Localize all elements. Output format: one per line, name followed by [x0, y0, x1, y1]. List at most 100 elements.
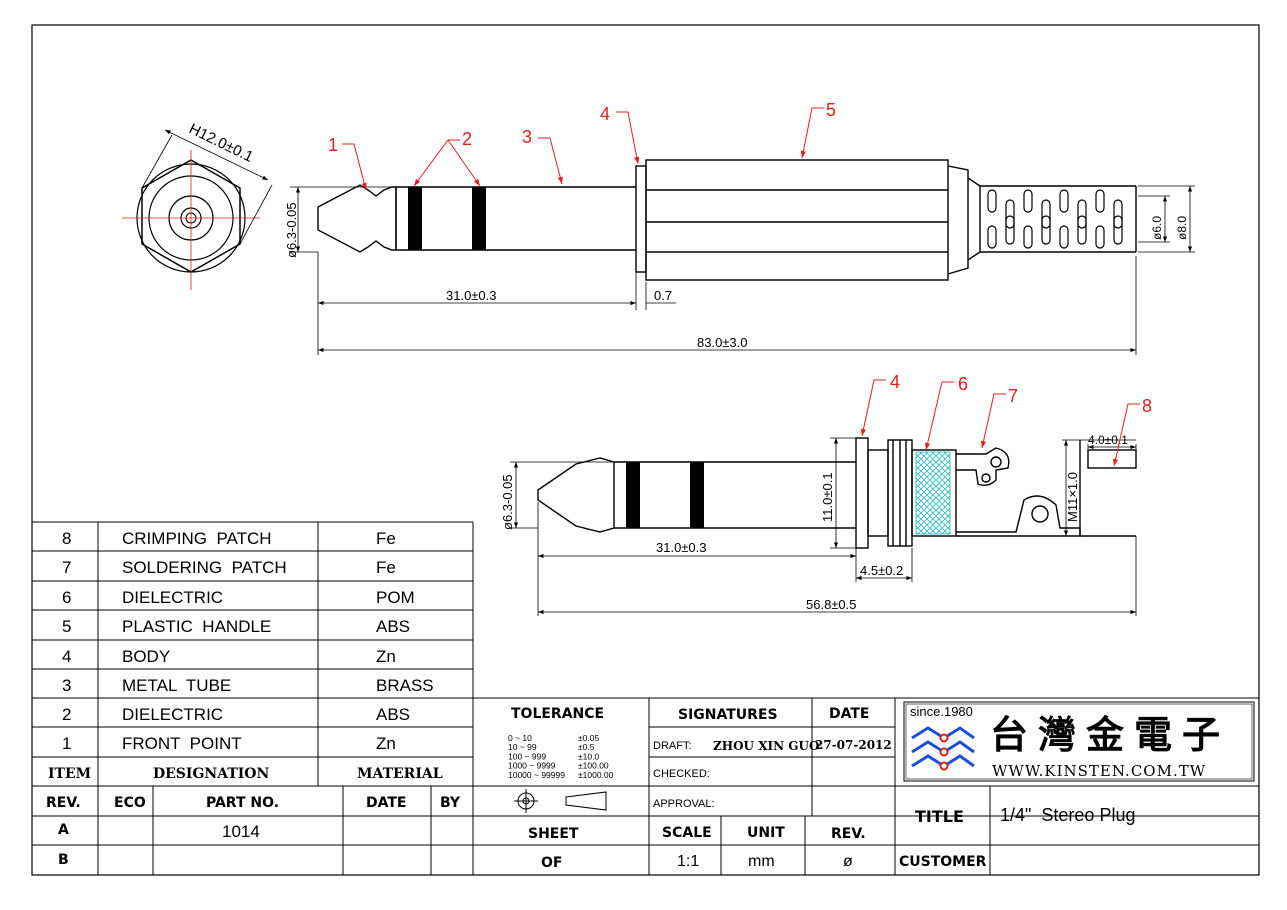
slot — [987, 189, 997, 213]
tolerance-title: TOLERANCE — [511, 706, 604, 722]
section-dim-diameter: ø6.3-0.05 — [500, 474, 515, 530]
rev-value: ø — [843, 853, 853, 870]
parts-material: Zn — [376, 734, 396, 753]
parts-material: POM — [376, 588, 415, 607]
section-dim-tip: 31.0±0.3 — [656, 540, 707, 555]
parts-head-designation: DESIGNATION — [153, 766, 269, 782]
part-number: 1014 — [222, 822, 260, 841]
parts-item-number: 3 — [62, 676, 71, 695]
tolerance-value: ±100.00 — [578, 761, 609, 771]
date-head: DATE — [829, 706, 869, 722]
parts-material: Fe — [376, 529, 396, 548]
logo-dot — [939, 761, 949, 771]
section-view-dimensions — [510, 437, 1137, 616]
dim-diameter: ø6.3-0.05 — [284, 202, 299, 258]
slot — [1113, 215, 1123, 245]
sheet-border — [31, 24, 1260, 876]
parts-material: Zn — [376, 647, 396, 666]
dim-tip-length: 31.0±0.3 — [446, 288, 497, 303]
slot — [1005, 215, 1015, 245]
rev-b: B — [58, 852, 69, 868]
plug-exterior-view — [317, 159, 1137, 281]
rev-head-part: PART NO. — [206, 795, 279, 811]
signatures-title: SIGNATURES — [678, 707, 778, 723]
title-value: 1/4" Stereo Plug — [1000, 805, 1135, 825]
scale-value: 1:1 — [677, 853, 699, 870]
draft-label: DRAFT: — [653, 740, 692, 752]
slot — [1005, 199, 1015, 229]
parts-material: ABS — [376, 705, 410, 724]
dim-total-length: 83.0±3.0 — [697, 335, 748, 350]
callout-1: 1 — [328, 135, 338, 155]
customer-label: CUSTOMER — [899, 854, 987, 870]
parts-head-item: ITEM — [48, 766, 91, 782]
dielectric-hatch — [915, 451, 951, 535]
ring-stripe — [472, 187, 486, 250]
callout-6: 6 — [958, 374, 968, 394]
parts-item-number: 7 — [62, 558, 71, 577]
parts-item-number: 5 — [62, 617, 71, 636]
slot — [1041, 215, 1051, 245]
scale-label: SCALE — [662, 825, 712, 841]
parts-material: BRASS — [376, 676, 434, 695]
ring-stripe — [690, 462, 704, 528]
parts-item-number: 8 — [62, 529, 71, 548]
slot — [1023, 225, 1033, 249]
callout-4: 4 — [600, 104, 610, 124]
top-view-leaders — [342, 107, 824, 191]
company-name-cjk: 台灣金電子 — [990, 712, 1230, 757]
tolerance-range: 10000 ~ 99999 — [508, 770, 565, 780]
hex-dimension: H12.0±0.1 — [186, 120, 256, 166]
rev-label: REV. — [831, 826, 866, 842]
slot — [1077, 215, 1087, 245]
section-dim-patch: 4.0±0.1 — [1088, 433, 1128, 447]
callout-3: 3 — [522, 127, 532, 147]
slot — [1023, 189, 1033, 213]
unit-label: UNIT — [747, 825, 785, 841]
dim-flange: 0.7 — [654, 288, 672, 303]
slot — [1059, 189, 1069, 213]
hex-end-view — [122, 129, 273, 290]
tolerance-value: ±0.5 — [578, 742, 595, 752]
company-url: WWW.KINSTEN.COM.TW — [992, 762, 1206, 780]
tolerance-value: ±10.0 — [578, 751, 599, 761]
parts-table-grid — [32, 521, 1259, 875]
kinsten-logo-mark — [911, 726, 975, 771]
rev-a: A — [58, 822, 69, 838]
draft-name: ZHOU XIN GUO — [713, 739, 819, 753]
parts-designation: DIELECTRIC — [122, 588, 223, 607]
parts-designation: SOLDERING PATCH — [122, 558, 287, 577]
parts-designation: PLASTIC HANDLE — [122, 617, 271, 636]
parts-material: ABS — [376, 617, 410, 636]
tolerance-value: ±0.05 — [578, 733, 599, 743]
parts-item-number: 1 — [62, 734, 71, 753]
of-label: OF — [541, 855, 562, 871]
callout-5: 5 — [826, 100, 836, 120]
logo-dot — [939, 733, 949, 743]
tolerance-range: 10 ~ 99 — [508, 742, 537, 752]
parts-item-number: 2 — [62, 705, 71, 724]
rev-head-date: DATE — [366, 795, 406, 811]
parts-head-material: MATERIAL — [357, 766, 443, 782]
slot — [1113, 199, 1123, 229]
tolerance-range: 100 ~ 999 — [508, 751, 546, 761]
tolerance-value: ±1000.00 — [578, 770, 614, 780]
unit-value: mm — [748, 853, 775, 870]
section-dim-nut: 4.5±0.2 — [860, 563, 903, 578]
rev-head-by: BY — [440, 795, 461, 811]
slot — [1095, 189, 1105, 213]
parts-designation: FRONT POINT — [122, 734, 242, 753]
dim-cable-inner: ø6.0 — [1150, 216, 1164, 240]
tolerance-range: 1000 ~ 9999 — [508, 761, 556, 771]
ring-stripe — [626, 462, 640, 528]
section-dim-total: 56.8±0.5 — [806, 597, 857, 612]
dim-cable-outer: ø8.0 — [1175, 216, 1189, 240]
slot — [1041, 199, 1051, 229]
parts-designation: DIELECTRIC — [122, 705, 223, 724]
callout-2: 2 — [462, 129, 472, 149]
slot — [1095, 225, 1105, 249]
parts-designation: METAL TUBE — [122, 676, 231, 695]
top-view-dimensions — [290, 185, 1195, 355]
parts-designation: BODY — [122, 647, 170, 666]
